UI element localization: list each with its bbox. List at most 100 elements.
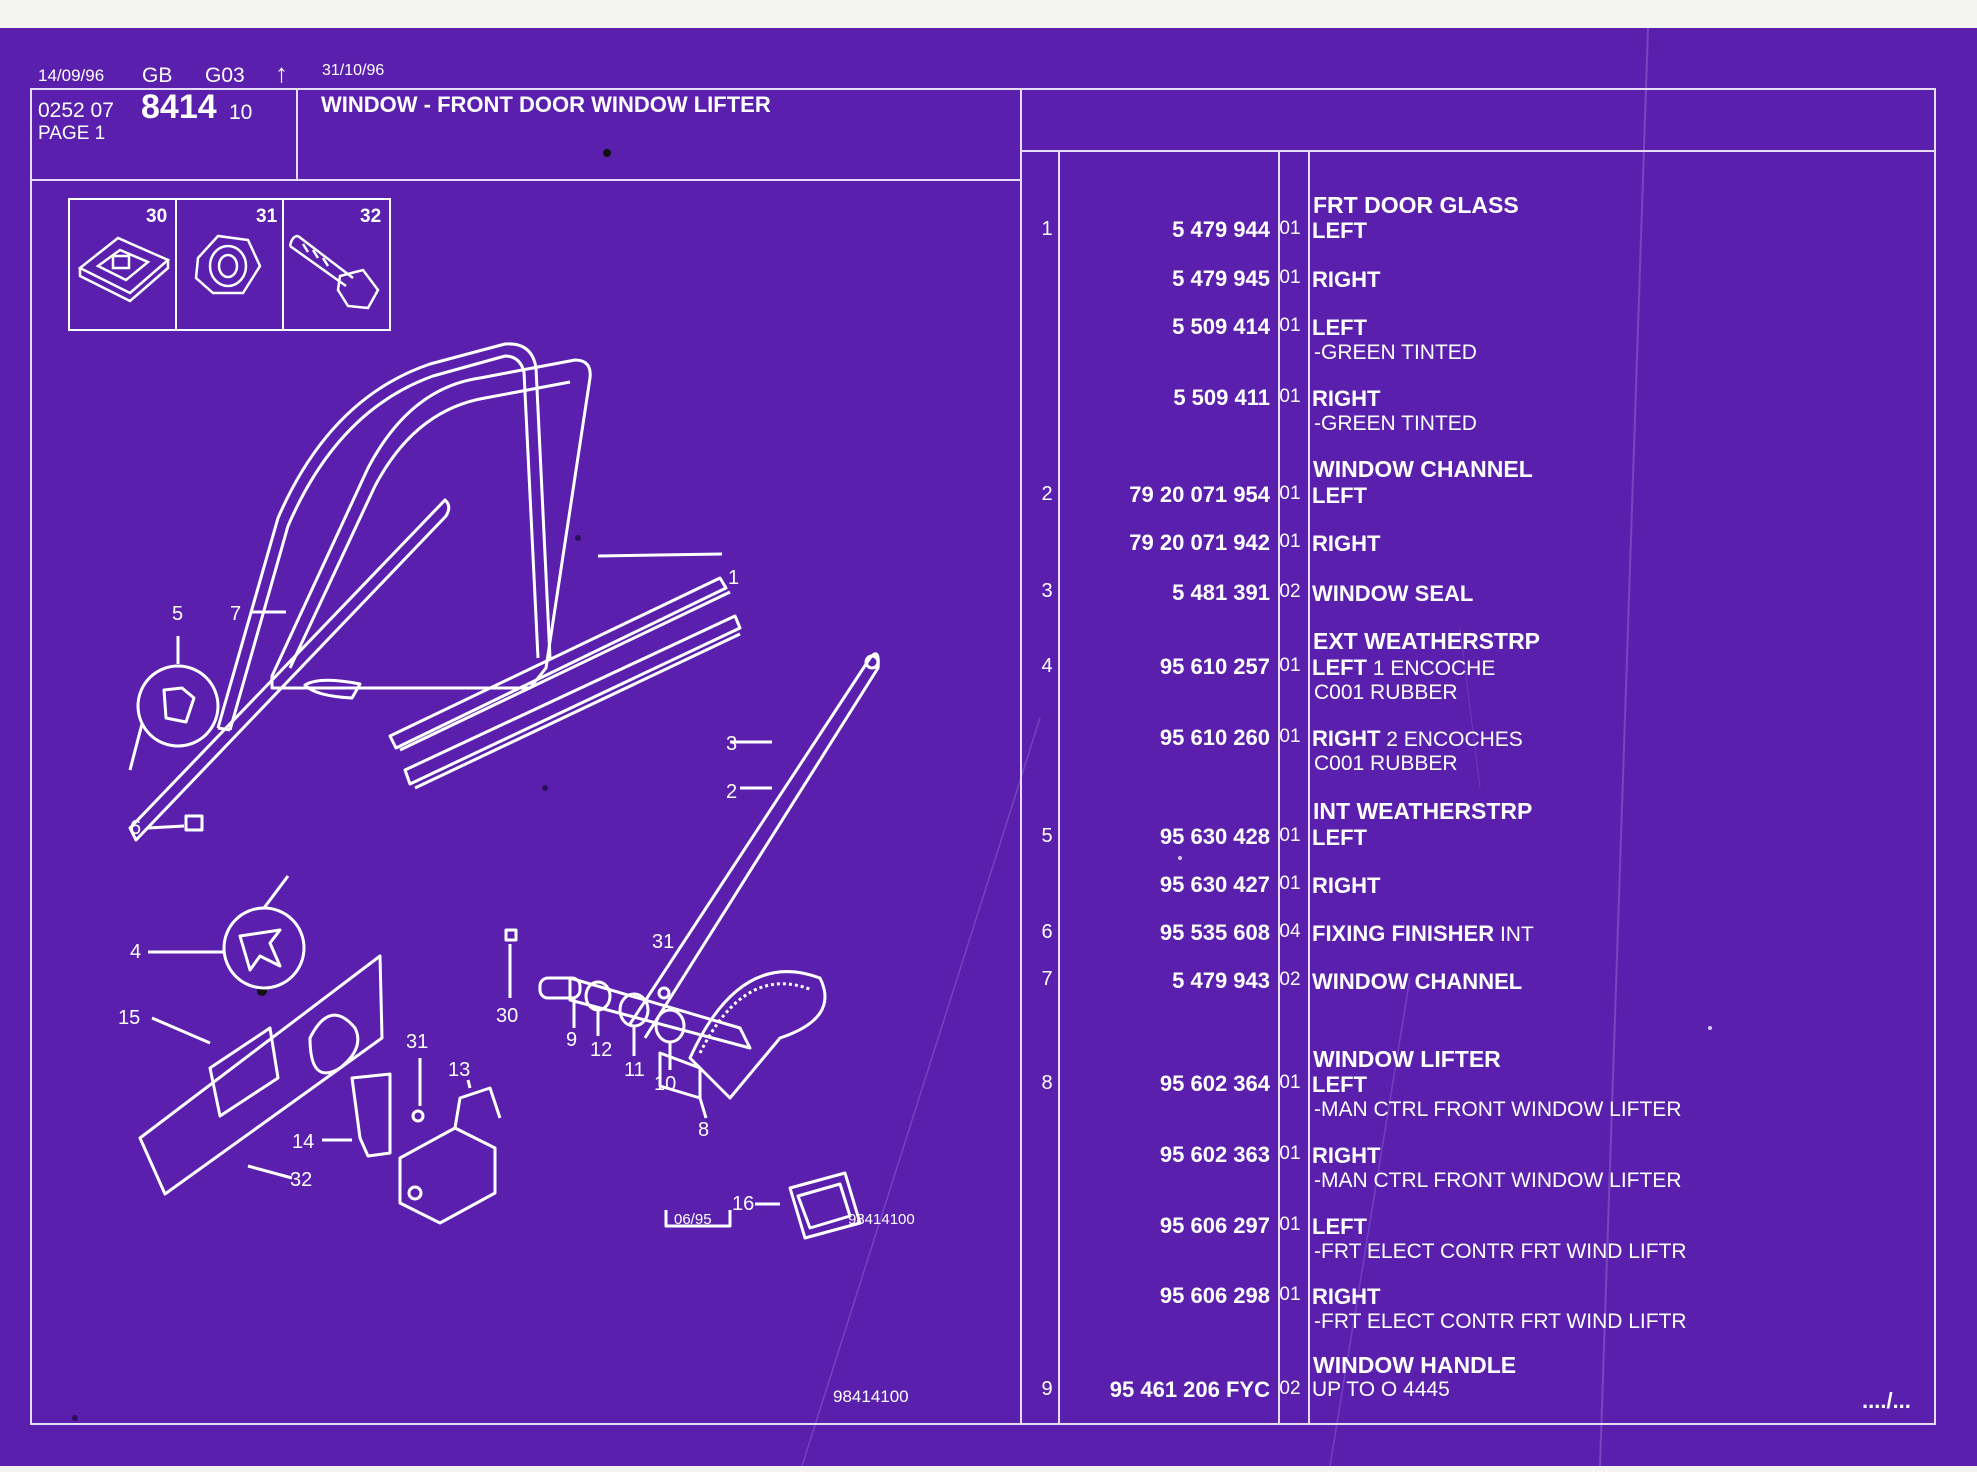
- part-description: LEFT: [1312, 1072, 1367, 1097]
- part-description-extra: 2 ENCOCHES: [1380, 728, 1523, 751]
- door-glass-outline: [270, 358, 592, 690]
- part-sub-description: -FRT ELECT CONTR FRT WIND LIFTR: [1314, 1310, 1687, 1333]
- quantity: 02: [1279, 1378, 1301, 1399]
- window-channel-strip: [403, 614, 742, 786]
- part-description: LEFT: [1312, 315, 1367, 340]
- callout-14: 14: [292, 1131, 314, 1153]
- callout-9: 9: [566, 1029, 577, 1051]
- header-bottom-rule: [30, 179, 1020, 181]
- quantity: 01: [1279, 386, 1301, 407]
- heading-window-lifter: WINDOW LIFTER: [1313, 1046, 1501, 1072]
- quantity: 01: [1279, 218, 1301, 239]
- part-number: 95 630 428: [1159, 824, 1270, 849]
- callout-4: 4: [130, 941, 141, 963]
- part-description: LEFT 1 ENCOCHE: [1312, 655, 1495, 681]
- part-description: LEFT: [1312, 825, 1367, 850]
- code-suffix: 10: [229, 101, 253, 124]
- washer-11: [618, 992, 650, 1028]
- part-description-main: LEFT: [1312, 655, 1367, 680]
- part-description: RIGHT: [1312, 1143, 1381, 1168]
- part-sub-description: -GREEN TINTED: [1314, 341, 1477, 364]
- callout-31a: 31: [652, 931, 674, 953]
- callout-13: 13: [448, 1059, 470, 1081]
- part-number: 95 606 297: [1159, 1213, 1270, 1238]
- heading-frt-door-glass: FRT DOOR GLASS: [1313, 192, 1519, 218]
- heading-window-channel: WINDOW CHANNEL: [1313, 456, 1533, 482]
- callout-12: 12: [590, 1039, 612, 1061]
- part-number: 95 630 427: [1159, 872, 1270, 897]
- divider-header-left: [296, 88, 298, 181]
- date-revised: 31/10/96: [322, 62, 385, 79]
- quantity: 02: [1279, 969, 1301, 990]
- callout-circle-5: [136, 664, 220, 748]
- part-description: LEFT: [1312, 218, 1367, 243]
- item-number: 8: [1041, 1072, 1053, 1094]
- quantity: 01: [1279, 1072, 1301, 1093]
- window-channel-frame: [216, 342, 552, 729]
- item-number: 4: [1041, 655, 1053, 677]
- part-number: 5 479 944: [1172, 217, 1270, 242]
- callout-11: 11: [624, 1059, 645, 1081]
- window-switch: [788, 1171, 862, 1240]
- callout-3: 3: [726, 733, 737, 755]
- part-number: 95 461 206 FYC: [1109, 1377, 1270, 1402]
- language-code: GB: [142, 64, 173, 87]
- part-number: 5 479 943: [1172, 968, 1270, 993]
- part-description-extra: 1 ENCOCHE: [1367, 657, 1496, 680]
- divider-center: [1020, 88, 1022, 1425]
- item-number: 5: [1041, 825, 1053, 847]
- lifter-handle-rod: [628, 652, 880, 1039]
- item-number: 1: [1041, 218, 1053, 240]
- quantity: 01: [1279, 655, 1301, 676]
- part-description: RIGHT: [1312, 386, 1381, 411]
- clip-nut-icon: [77, 236, 171, 303]
- lifter-motor: [398, 1126, 497, 1225]
- part-number: 95 610 260: [1159, 725, 1270, 750]
- part-description: UP TO O 4445: [1312, 1378, 1450, 1401]
- header-bottom-rule-right: [1020, 150, 1936, 152]
- quantity: 01: [1279, 1214, 1301, 1235]
- heading-int-weatherstrp: INT WEATHERSTRP: [1313, 798, 1533, 824]
- callout-7: 7: [230, 603, 241, 625]
- part-number: 95 606 298: [1159, 1283, 1270, 1308]
- col-rule-desc: [1308, 150, 1310, 1425]
- part-sub-description: C001 RUBBER: [1314, 752, 1458, 775]
- inset-label-30: 30: [146, 206, 167, 227]
- sheet-frame: [30, 88, 1936, 1425]
- date-issued: 14/09/96: [38, 66, 105, 85]
- part-description-main: FIXING FINISHER: [1312, 921, 1495, 946]
- hex-bolt-icon: [288, 234, 380, 310]
- lifter-gear: [688, 970, 827, 1100]
- part-number: 5 509 411: [1173, 385, 1270, 410]
- part-description: LEFT: [1312, 1214, 1367, 1239]
- diagram-date-stamp: 06/95: [674, 1211, 712, 1228]
- diagram-ref-small: 98414100: [848, 1211, 915, 1228]
- group-code: G03: [205, 64, 245, 87]
- heading-ext-weatherstrp: EXT WEATHERSTRP: [1313, 628, 1541, 654]
- fixing-finisher: [184, 814, 204, 832]
- quantity: 01: [1279, 726, 1301, 747]
- part-sub-description: -FRT ELECT CONTR FRT WIND LIFTR: [1314, 1240, 1687, 1263]
- part-description-extra: INT: [1494, 923, 1534, 946]
- quantity: 01: [1279, 531, 1301, 552]
- col-rule-item: [1058, 150, 1060, 1425]
- quantity: 01: [1279, 825, 1301, 846]
- part-number: 79 20 071 954: [1129, 482, 1270, 507]
- callout-2: 2: [726, 781, 737, 803]
- callout-16: 16: [732, 1193, 754, 1215]
- part-number: 95 610 257: [1159, 654, 1270, 679]
- col-rule-qty: [1278, 150, 1280, 1425]
- part-number: 95 602 364: [1159, 1071, 1270, 1096]
- quantity: 01: [1279, 1284, 1301, 1305]
- callout-10: 10: [654, 1073, 676, 1095]
- part-number: 5 479 945: [1172, 266, 1270, 291]
- callout-circle-4: [222, 906, 306, 990]
- item-number: 2: [1041, 483, 1053, 505]
- quantity: 01: [1279, 267, 1301, 288]
- lifter-backing-plate: [138, 954, 384, 1196]
- part-description: RIGHT: [1312, 873, 1381, 898]
- up-arrow-icon: ↑: [275, 58, 288, 88]
- item-number: 3: [1041, 580, 1053, 602]
- quantity: 02: [1279, 581, 1301, 602]
- diagram-ref-bottom: 98414100: [833, 1387, 909, 1406]
